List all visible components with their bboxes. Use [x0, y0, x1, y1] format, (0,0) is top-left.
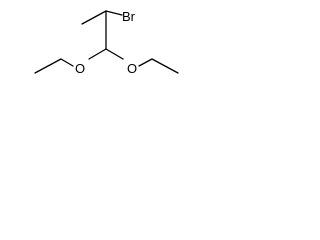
bond-c1-o-right [105, 48, 124, 60]
bond-c1-o-left [88, 48, 107, 60]
atom-label-oxygen-right: O [127, 61, 137, 76]
bond-methyl-c2 [81, 10, 107, 25]
bond-left-ethyl [34, 58, 62, 74]
bond-c2-br [105, 10, 123, 16]
atom-label-bromine: Br [122, 9, 136, 24]
bond-o-left-ch2 [60, 58, 74, 67]
skeletal-formula: Br O O [34, 9, 179, 76]
bond-right-ethyl [151, 58, 179, 74]
structure-canvas: Br O O [0, 0, 215, 98]
atom-label-oxygen-left: O [75, 61, 85, 76]
bond-o-right-ch2 [138, 58, 153, 67]
